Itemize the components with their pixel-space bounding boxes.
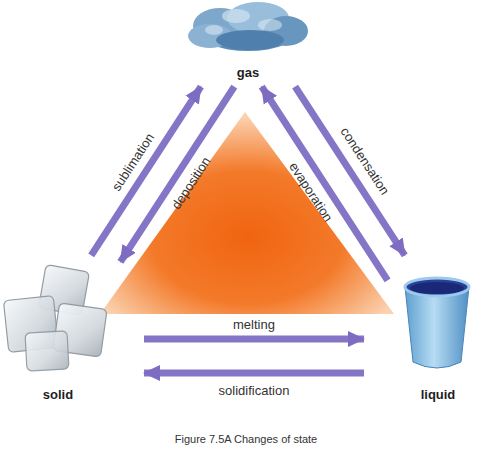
state-label: gas	[237, 65, 259, 80]
figure-caption: Figure 7.5A Changes of state	[0, 433, 492, 445]
cloud-illustration	[188, 2, 308, 51]
state-change-arrow	[295, 87, 405, 256]
state-label: solid	[43, 387, 73, 402]
edge-label: melting	[233, 317, 275, 332]
state-node: solid	[0, 262, 116, 402]
state-change-arrow	[144, 336, 364, 343]
state-change-arrow	[262, 87, 388, 281]
orange-triangle	[100, 112, 394, 314]
state-change-arrow	[91, 87, 201, 256]
bucket-illustration	[405, 278, 469, 368]
state-node: liquid	[392, 262, 484, 402]
edge-label: solidification	[219, 383, 290, 398]
state-change-arrow	[144, 370, 364, 377]
state-node: gas	[190, 0, 306, 80]
ice-cubes-illustration	[3, 265, 107, 372]
state-label: liquid	[421, 387, 456, 402]
state-change-arrow	[120, 87, 234, 262]
